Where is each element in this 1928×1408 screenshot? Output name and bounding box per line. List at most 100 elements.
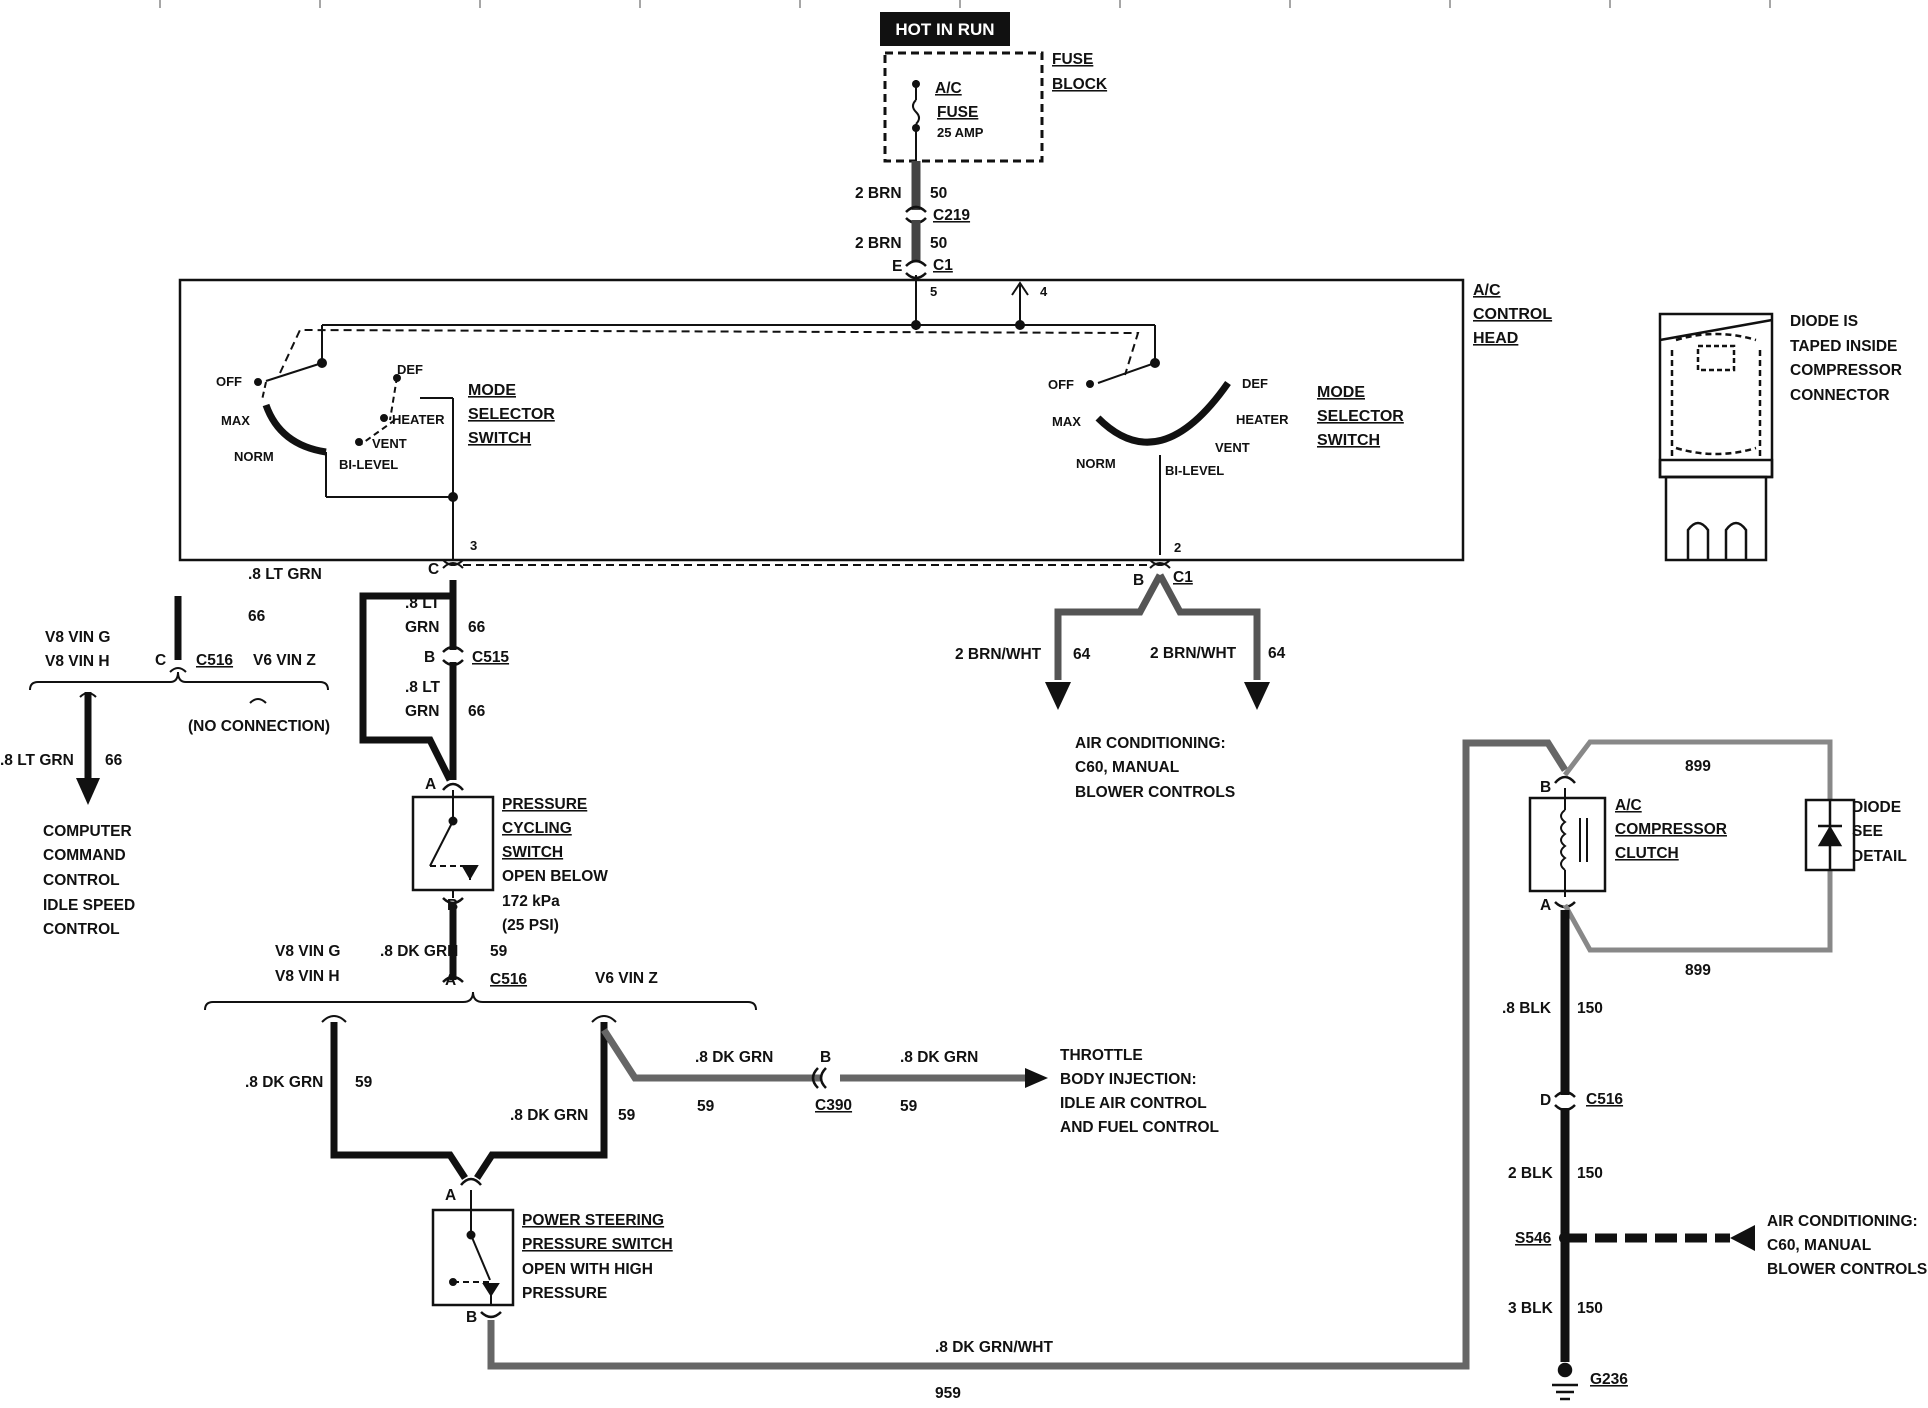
gnd-w1: .8 BLK xyxy=(1502,1000,1552,1017)
gnd-c516: C516 xyxy=(1586,1091,1623,1108)
comp-pin-a: A xyxy=(1540,897,1551,914)
center-c2: 66 xyxy=(468,703,486,720)
diode-see: SEE xyxy=(1852,823,1883,840)
no-connection: (NO CONNECTION) xyxy=(188,718,330,735)
center-w2b: GRN xyxy=(405,703,439,720)
left-bilevel-label: BI-LEVEL xyxy=(339,457,398,472)
tbi-wire xyxy=(601,1028,1025,1082)
diode-detail: DETAIL xyxy=(1852,848,1907,865)
computer-dest-1: COMPUTER xyxy=(43,823,132,840)
right-wire-right-size: 2 BRN/WHT xyxy=(1150,645,1237,662)
left-down-wire-size: .8 LT GRN xyxy=(0,752,74,769)
gnd-w3: 3 BLK xyxy=(1508,1300,1554,1317)
feed-pin-5: 5 xyxy=(930,284,937,299)
feed-wire2-circuit: 50 xyxy=(930,235,947,252)
control-head-box xyxy=(178,278,1465,562)
left-switch-title-1: MODE xyxy=(468,382,516,399)
left-def-label: DEF xyxy=(397,362,423,377)
right-switch-title-1: MODE xyxy=(1317,384,1365,401)
computer-dest-5: CONTROL xyxy=(43,921,120,938)
gnd-c2: 150 xyxy=(1577,1165,1603,1182)
control-head-title-3: HEAD xyxy=(1473,330,1518,347)
left-max-label: MAX xyxy=(221,413,250,428)
connector-c219: C219 xyxy=(933,207,970,224)
pressure-cycling-switch xyxy=(411,790,495,898)
right-def-label: DEF xyxy=(1242,376,1268,391)
connector-c390: C390 xyxy=(815,1097,852,1114)
left-heater-label: HEATER xyxy=(392,412,445,427)
gnd-pin-d: D xyxy=(1540,1092,1551,1109)
lower-left-c2: 59 xyxy=(618,1107,636,1124)
mid-pin-a: A xyxy=(445,972,456,989)
tbi-c1: 59 xyxy=(697,1098,715,1115)
tbi-dest-1: THROTTLE xyxy=(1060,1047,1143,1064)
left-v8h: V8 VIN H xyxy=(45,653,110,670)
bottom-wire-circuit: 959 xyxy=(935,1385,961,1402)
fuse-amperage: 25 AMP xyxy=(937,125,984,140)
pcs-to-c516-wire xyxy=(442,897,464,983)
control-head-title-1: A/C xyxy=(1473,282,1501,299)
comp-pin-b: B xyxy=(1540,779,1551,796)
right-wire-left-size: 2 BRN/WHT xyxy=(955,646,1042,663)
control-head-internal xyxy=(317,281,1160,368)
bottom-wire-label: .8 DK GRN/WHT xyxy=(935,1339,1054,1356)
compressor-clutch xyxy=(1528,775,1607,909)
ps-title-2: PRESSURE SWITCH xyxy=(522,1236,673,1253)
right-c1-branch xyxy=(1054,573,1261,680)
computer-dest-4: IDLE SPEED xyxy=(43,897,135,914)
lower-left-w1: .8 DK GRN xyxy=(245,1074,323,1091)
computer-dest-3: CONTROL xyxy=(43,872,120,889)
c390-connector xyxy=(811,1067,827,1089)
left-switch-title-3: SWITCH xyxy=(468,430,531,447)
right-bilevel-label: BI-LEVEL xyxy=(1165,463,1224,478)
tbi-w1: .8 DK GRN xyxy=(695,1049,773,1066)
tbi-dest-2: BODY INJECTION: xyxy=(1060,1071,1197,1088)
right-wire-right-circuit: 64 xyxy=(1268,645,1286,662)
ps-pin-b: B xyxy=(466,1309,477,1326)
left-switch-title-2: SELECTOR xyxy=(468,406,555,423)
comp-title-3: CLUTCH xyxy=(1615,845,1679,862)
right-max-label: MAX xyxy=(1052,414,1081,429)
connector-c515: C515 xyxy=(472,649,509,666)
mid-v8h: V8 VIN H xyxy=(275,968,340,985)
pin-c-top: C xyxy=(428,561,439,578)
right-off-label: OFF xyxy=(1048,377,1074,392)
right-dest-1: AIR CONDITIONING: xyxy=(1075,735,1226,752)
center-pin-b: B xyxy=(424,649,435,666)
comp-title-1: A/C xyxy=(1615,797,1642,814)
computer-dest-2: COMMAND xyxy=(43,847,126,864)
hot-in-run-text: HOT IN RUN xyxy=(895,20,994,39)
lower-left-c1: 59 xyxy=(355,1074,373,1091)
pin-2: 2 xyxy=(1174,540,1181,555)
left-down-wire xyxy=(76,692,100,805)
left-down-wire-circuit: 66 xyxy=(105,752,123,769)
mid-v6z: V6 VIN Z xyxy=(595,970,658,987)
diode-label: DIODE xyxy=(1852,799,1901,816)
right-wire-left-circuit: 64 xyxy=(1073,646,1091,663)
left-pin-c: C xyxy=(155,652,166,669)
center-w1a: .8 LT xyxy=(405,595,441,612)
ground-g236 xyxy=(1552,1362,1578,1401)
diode-detail-3: COMPRESSOR xyxy=(1790,362,1902,379)
lower-left-w2: .8 DK GRN xyxy=(510,1107,588,1124)
right-heater-label: HEATER xyxy=(1236,412,1289,427)
diode-circuit-bottom: 899 xyxy=(1685,962,1711,979)
tbi-dest-3: IDLE AIR CONTROL xyxy=(1060,1095,1207,1112)
fuse-block: A/C FUSE 25 AMP FUSE BLOCK xyxy=(883,51,1108,163)
s546-dest-2: C60, MANUAL xyxy=(1767,1237,1871,1254)
tbi-w2: .8 DK GRN xyxy=(900,1049,978,1066)
diode-loop xyxy=(1562,739,1833,953)
right-norm-label: NORM xyxy=(1076,456,1116,471)
feed-pin-e: E xyxy=(892,258,902,275)
feed-wire1-size: 2 BRN xyxy=(855,185,902,202)
right-dest-3: BLOWER CONTROLS xyxy=(1075,784,1235,801)
left-v6z: V6 VIN Z xyxy=(253,652,316,669)
pcs-desc-2: 172 kPa xyxy=(502,893,560,910)
ps-pressure-switch xyxy=(431,1177,515,1319)
right-connector-c1: C1 xyxy=(1173,569,1193,586)
mode-selector-switch-left xyxy=(254,362,458,560)
fuse-block-title-2: BLOCK xyxy=(1052,76,1108,93)
ground-wire xyxy=(1554,910,1576,1362)
c1-connector-bottom xyxy=(442,559,1171,569)
